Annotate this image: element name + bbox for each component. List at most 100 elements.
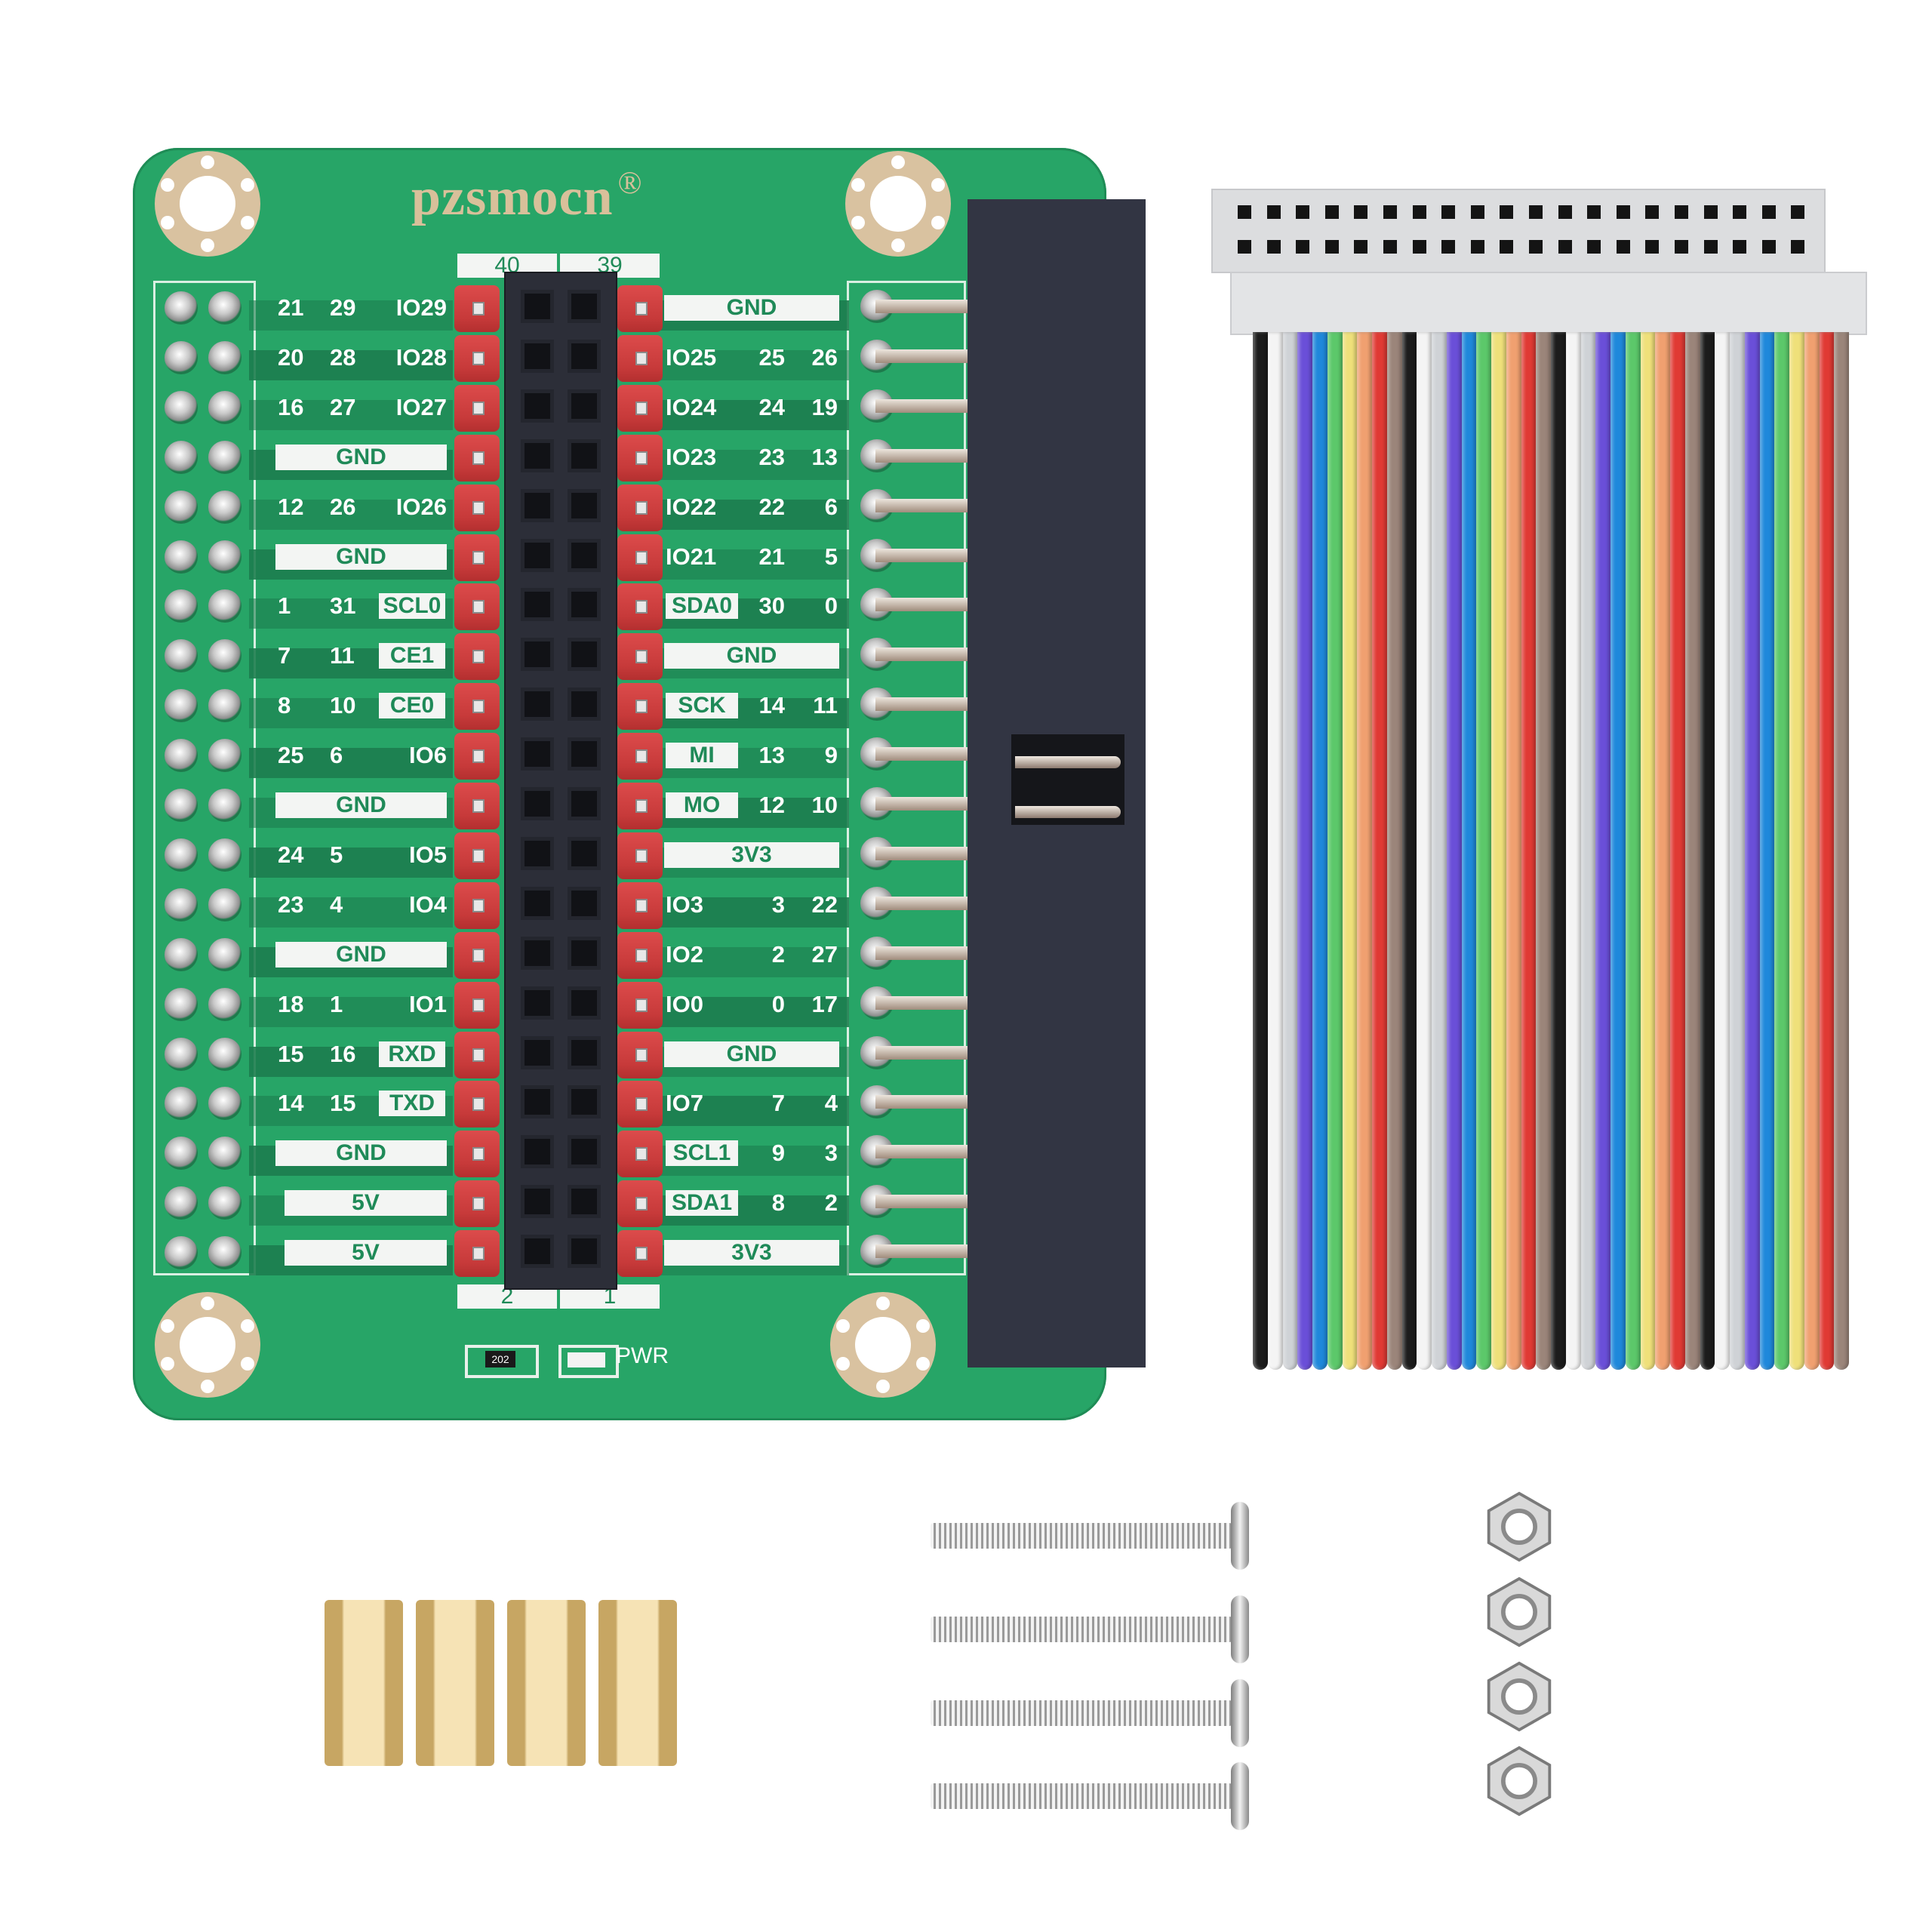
solder-pad[interactable]: [165, 789, 198, 822]
solder-pad[interactable]: [208, 1037, 242, 1071]
header-pin[interactable]: [454, 1180, 500, 1228]
solder-pad[interactable]: [208, 689, 242, 723]
socket-hole[interactable]: [568, 1185, 601, 1219]
socket-hole[interactable]: [568, 438, 601, 472]
socket-hole[interactable]: [568, 1085, 601, 1119]
socket-hole[interactable]: [521, 1185, 554, 1219]
solder-pad[interactable]: [165, 490, 198, 524]
solder-pad[interactable]: [208, 1236, 242, 1270]
solder-pad[interactable]: [165, 540, 198, 574]
solder-pad[interactable]: [208, 937, 242, 971]
socket-hole[interactable]: [521, 1235, 554, 1269]
header-pin[interactable]: [617, 1081, 663, 1128]
solder-pad[interactable]: [165, 987, 198, 1021]
socket-hole[interactable]: [521, 836, 554, 870]
header-pin[interactable]: [617, 931, 663, 979]
solder-pad[interactable]: [165, 440, 198, 474]
solder-pad[interactable]: [165, 340, 198, 374]
socket-hole[interactable]: [521, 638, 554, 672]
solder-pad[interactable]: [208, 739, 242, 773]
solder-pad[interactable]: [165, 739, 198, 773]
socket-hole[interactable]: [521, 290, 554, 323]
header-pin[interactable]: [617, 384, 663, 432]
solder-pad[interactable]: [208, 1087, 242, 1121]
header-pin[interactable]: [454, 534, 500, 581]
header-pin[interactable]: [617, 881, 663, 929]
socket-hole[interactable]: [521, 787, 554, 820]
header-pin[interactable]: [454, 484, 500, 531]
header-pin[interactable]: [617, 1230, 663, 1278]
socket-hole[interactable]: [568, 389, 601, 423]
socket-hole[interactable]: [521, 588, 554, 622]
header-pin[interactable]: [454, 434, 500, 481]
header-pin[interactable]: [454, 285, 500, 332]
header-pin[interactable]: [454, 683, 500, 731]
socket-hole[interactable]: [521, 936, 554, 970]
socket-hole[interactable]: [568, 290, 601, 323]
solder-pad[interactable]: [165, 1186, 198, 1220]
header-pin[interactable]: [454, 633, 500, 681]
header-pin[interactable]: [454, 733, 500, 780]
solder-pad[interactable]: [165, 390, 198, 424]
header-pin[interactable]: [454, 1230, 500, 1278]
socket-hole[interactable]: [521, 1085, 554, 1119]
header-pin[interactable]: [454, 583, 500, 631]
header-pin[interactable]: [454, 384, 500, 432]
header-pin[interactable]: [617, 334, 663, 382]
solder-pad[interactable]: [165, 1137, 198, 1171]
header-pin[interactable]: [454, 881, 500, 929]
socket-hole[interactable]: [521, 538, 554, 572]
header-pin[interactable]: [617, 981, 663, 1029]
socket-hole[interactable]: [568, 1235, 601, 1269]
socket-hole[interactable]: [568, 986, 601, 1020]
socket-hole[interactable]: [521, 488, 554, 522]
solder-pad[interactable]: [165, 888, 198, 921]
solder-pad[interactable]: [208, 390, 242, 424]
socket-hole[interactable]: [568, 737, 601, 771]
socket-hole[interactable]: [521, 389, 554, 423]
solder-pad[interactable]: [208, 1137, 242, 1171]
socket-hole[interactable]: [568, 538, 601, 572]
header-pin[interactable]: [454, 931, 500, 979]
solder-pad[interactable]: [208, 888, 242, 921]
solder-pad[interactable]: [165, 838, 198, 872]
solder-pad[interactable]: [208, 540, 242, 574]
socket-hole[interactable]: [521, 339, 554, 373]
header-pin[interactable]: [617, 434, 663, 481]
socket-hole[interactable]: [568, 688, 601, 721]
solder-pad[interactable]: [208, 639, 242, 673]
solder-pad[interactable]: [208, 490, 242, 524]
header-pin[interactable]: [454, 1031, 500, 1078]
header-pin[interactable]: [454, 1131, 500, 1178]
socket-hole[interactable]: [568, 1035, 601, 1069]
solder-pad[interactable]: [165, 1037, 198, 1071]
socket-hole[interactable]: [568, 787, 601, 820]
header-pin[interactable]: [617, 683, 663, 731]
solder-pad[interactable]: [165, 291, 198, 325]
header-pin[interactable]: [617, 783, 663, 829]
header-pin[interactable]: [454, 334, 500, 382]
socket-hole[interactable]: [568, 339, 601, 373]
solder-pad[interactable]: [208, 589, 242, 623]
header-pin[interactable]: [617, 1180, 663, 1228]
header-pin[interactable]: [454, 1081, 500, 1128]
header-pin[interactable]: [617, 534, 663, 581]
header-pin[interactable]: [454, 981, 500, 1029]
solder-pad[interactable]: [165, 589, 198, 623]
socket-hole[interactable]: [568, 886, 601, 920]
socket-hole[interactable]: [568, 588, 601, 622]
solder-pad[interactable]: [208, 987, 242, 1021]
header-pin[interactable]: [617, 1131, 663, 1178]
header-pin[interactable]: [617, 1031, 663, 1078]
header-pin[interactable]: [617, 484, 663, 531]
socket-hole[interactable]: [521, 737, 554, 771]
solder-pad[interactable]: [165, 1236, 198, 1270]
header-pin[interactable]: [617, 285, 663, 332]
socket-hole[interactable]: [568, 936, 601, 970]
socket-hole[interactable]: [568, 836, 601, 870]
ribbon-cable-connector[interactable]: [1211, 189, 1826, 273]
solder-pad[interactable]: [208, 1186, 242, 1220]
solder-pad[interactable]: [165, 1087, 198, 1121]
socket-hole[interactable]: [521, 1135, 554, 1169]
header-pin[interactable]: [617, 633, 663, 681]
